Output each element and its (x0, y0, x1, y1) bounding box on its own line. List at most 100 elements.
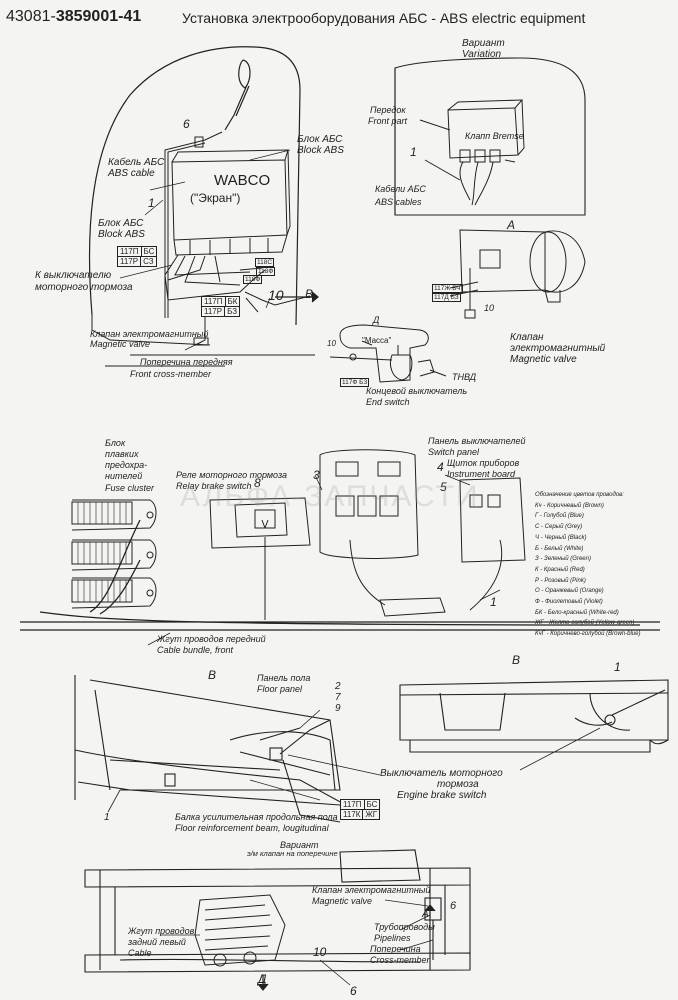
fuse-ru3: предохра- (105, 460, 148, 470)
wabco-label: WABCO (214, 172, 271, 189)
cab-outline-top (88, 46, 301, 326)
engine-block (194, 894, 286, 967)
legend-item: Г - Голубой (Blue) (535, 513, 584, 520)
front-cross-member (91, 315, 315, 367)
callout-1: 1 (148, 196, 155, 210)
to-switch-ru1: К выключателю (35, 270, 112, 281)
cable-bundle-front (20, 519, 660, 631)
view-d-label: Д (373, 315, 380, 325)
legend-item: Ф - Фиолетовый (Violet) (535, 599, 603, 606)
pipelines-en: Pipelines (374, 933, 411, 943)
legend-item: КчГ - Коричнево-голубой (Brown-blue) (535, 631, 641, 638)
valve2-ru1: Клапан (510, 332, 544, 343)
callout-7: 7 (335, 692, 341, 703)
abs-cable-en: ABS cable (108, 168, 155, 179)
fuse-ru1: Блок (105, 438, 126, 448)
switch-panel-en: Switch panel (428, 447, 480, 457)
end-switch-ru: Концевой выключатель (366, 386, 468, 396)
variation-outline (394, 57, 586, 216)
floor-panel-ru: Панель пола (257, 673, 311, 683)
engine-brake-ru2: тормоза (437, 779, 479, 790)
fuse-en: Fuse cluster (105, 483, 155, 493)
callout-1d: 1 (104, 812, 110, 823)
block-abs2-en: Block ABS (297, 145, 344, 156)
valve2-en: Magnetic valve (510, 354, 577, 365)
view-b1-label: В (208, 668, 217, 682)
cable-front-ru: Жгут проводов передний (157, 634, 266, 644)
instr-en: Instrument board (447, 469, 516, 479)
leaders-section4 (519, 727, 601, 771)
end-switch-view-d (329, 324, 447, 383)
cross-ru: Поперечина (370, 944, 421, 954)
view-b2-label: В (512, 653, 521, 667)
wire-tag-6: 117Д БЗ (432, 293, 461, 302)
magnetic-valve-en: Magnetic valve (90, 339, 151, 349)
callout-6c: 6 (350, 984, 357, 998)
callout-4: 4 (437, 460, 444, 474)
legend-item: С - Серый (Grey) (535, 524, 583, 531)
leaders-section3 (107, 709, 381, 813)
callout-2: 2 (335, 681, 341, 692)
wire-tag-5: 117Ж БЧ (432, 284, 463, 293)
switch-panel (319, 449, 446, 617)
instr-ru: Щиток приборов (447, 458, 520, 468)
chassis-bottom (84, 849, 471, 973)
wire-tag-4: 117Ф БЗ (340, 378, 370, 387)
block-abs2-ru: Блок АБС (297, 134, 343, 145)
callout-8: 8 (254, 476, 261, 490)
variant-bottom-sub: э/м клапан на поперечине (247, 849, 338, 858)
legend-item: Ч - Черный (Black) (535, 534, 587, 541)
klapp-bremse: Клапп Bremse (465, 131, 524, 141)
callout-10d: 10 (313, 945, 327, 959)
legend-item: БК - Бело-красный (White-red) (535, 609, 619, 616)
front-part-ru: Передок (370, 105, 406, 115)
magnetic-valve-ru: Клапан электромагнитный (90, 329, 209, 339)
to-switch-ru2: моторного тормоза (35, 282, 133, 293)
front-cross-en: Front cross-member (130, 369, 212, 379)
frame-section-b (399, 679, 669, 753)
floor-panel-en: Floor panel (257, 684, 303, 694)
beam-ru: Балка усилительная продольная пола (175, 812, 338, 822)
wabco-screen-label: ("Экран") (190, 191, 241, 205)
view-arrows (257, 291, 436, 991)
color-legend: Обозначение цветов проводов: Кч - Коричн… (535, 490, 640, 640)
cross-en: Cross-member (370, 955, 430, 965)
arrow-a-label: A (422, 909, 429, 920)
front-part-en: Front part (368, 116, 408, 126)
front-cross-ru: Поперечина передняя (140, 357, 233, 367)
beam-en: Floor reinforcement beam, lougitudinal (175, 823, 329, 833)
engine-brake-en: Engine brake switch (397, 790, 487, 801)
callout-5: 5 (440, 480, 447, 494)
valve3-ru: Клапан электромагнитный (312, 885, 431, 895)
legend-item: К - Красный (Red) (535, 566, 585, 573)
title-code: 43081-3859001-41 (6, 8, 142, 25)
legend-item: О - Оранжевый (Orange) (535, 588, 604, 595)
abs-cables-en: ABS cables (375, 197, 422, 207)
switch-panel-ru: Панель выключателей (428, 436, 526, 446)
small-tag-2: 118Ф (256, 267, 276, 276)
callout-1c: 1 (490, 595, 497, 609)
callout-10b: 10 (484, 303, 495, 313)
tnvd-label: ТНВД (452, 372, 477, 382)
instrument-board (459, 477, 526, 611)
title-text: Установка электрооборудования АБС - ABS … (182, 10, 586, 26)
variant-en: Variation (462, 49, 502, 60)
callout-9: 9 (335, 703, 341, 714)
abs-cables-ru: Кабели АБС (375, 184, 426, 194)
rear-left-en: Cable (128, 948, 152, 958)
valve2-ru2: электромагнитный (510, 343, 606, 354)
relay-panel (209, 497, 311, 620)
rear-left-ru2: задний левый (128, 937, 186, 947)
callout-3: 3 (313, 468, 320, 482)
watermark: АЛЬФА-ЗАПЧАСТИ (180, 480, 480, 513)
valve3-en: Magnetic valve (312, 896, 373, 906)
massa-label: "Масса" (362, 336, 392, 345)
leaders-section1 (119, 149, 291, 351)
arrow-d-label: Д (258, 972, 267, 986)
relay-ru: Реле моторного тормоза (176, 470, 288, 480)
